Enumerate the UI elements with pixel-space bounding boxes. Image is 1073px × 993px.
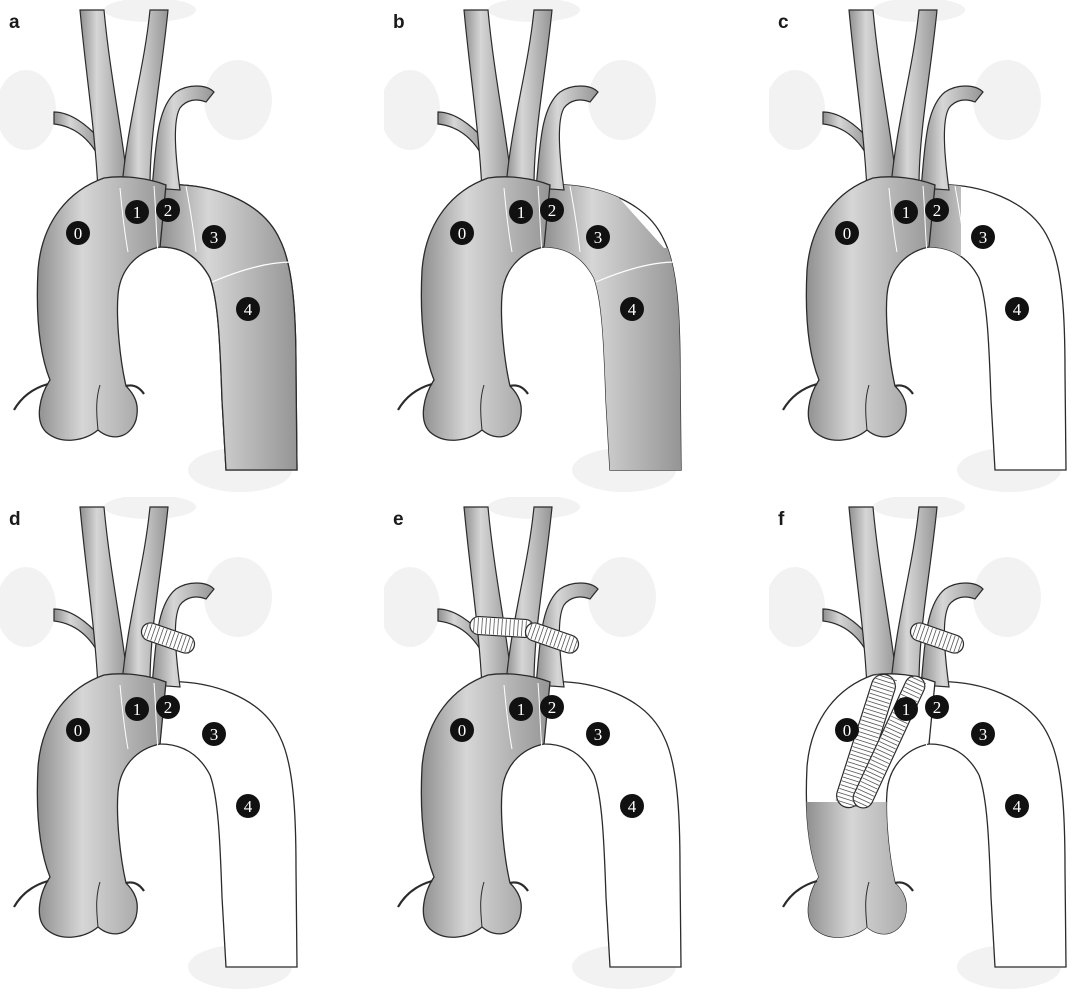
zone-marker-1: 1 (894, 200, 918, 224)
zone-marker-0: 0 (66, 718, 90, 742)
zone-marker-label: 4 (1013, 797, 1022, 816)
zone-marker-label: 3 (210, 725, 219, 744)
zone-marker-1: 1 (509, 200, 533, 224)
descending-aorta (544, 682, 681, 967)
zone-marker-3: 3 (202, 722, 226, 746)
zone-marker-3: 3 (586, 722, 610, 746)
background-shade (0, 70, 56, 150)
zone-marker-label: 0 (458, 721, 467, 740)
zone-marker-2: 2 (540, 695, 564, 719)
zone-marker-0: 0 (66, 221, 90, 245)
zone-marker-label: 2 (548, 698, 557, 717)
descending-aorta (160, 682, 297, 967)
zone-marker-1: 1 (125, 200, 149, 224)
zone-marker-label: 0 (843, 224, 852, 243)
left-subclavian-artery (921, 86, 983, 190)
zone-marker-2: 2 (925, 198, 949, 222)
zone-marker-label: 3 (594, 228, 603, 247)
zone-marker-label: 1 (517, 203, 526, 222)
aortic-arch-diagram: 0 1 2 3 4 (769, 0, 1073, 496)
zone-marker-label: 0 (74, 721, 83, 740)
zone-marker-3: 3 (586, 225, 610, 249)
zone-marker-label: 1 (133, 203, 142, 222)
background-shade (973, 60, 1041, 140)
zone-marker-label: 1 (517, 700, 526, 719)
background-shade (384, 70, 440, 150)
zone-marker-2: 2 (156, 198, 180, 222)
zone-marker-4: 4 (236, 297, 260, 321)
zone-marker-label: 2 (548, 201, 557, 220)
aortic-arch-diagram: 0 1 2 3 4 (384, 497, 742, 993)
zone-marker-4: 4 (620, 794, 644, 818)
background-shade (588, 557, 656, 637)
zone-marker-2: 2 (156, 695, 180, 719)
zone-marker-4: 4 (236, 794, 260, 818)
zone-marker-1: 1 (894, 697, 918, 721)
zone-marker-label: 2 (164, 698, 173, 717)
background-shade (204, 557, 272, 637)
zone-marker-0: 0 (450, 718, 474, 742)
brachiocephalic-trunk (849, 507, 897, 687)
brachiocephalic-trunk (80, 10, 128, 190)
zone-marker-label: 1 (902, 203, 911, 222)
background-shade (588, 60, 656, 140)
brachiocephalic-trunk (464, 507, 512, 687)
zone-marker-label: 2 (164, 201, 173, 220)
zone-marker-4: 4 (1005, 297, 1029, 321)
aortic-arch-diagram: 0 1 2 3 4 (769, 497, 1073, 993)
zone-marker-0: 0 (835, 221, 859, 245)
zone-marker-1: 1 (125, 697, 149, 721)
zone-marker-4: 4 (1005, 794, 1029, 818)
zone-marker-label: 3 (979, 725, 988, 744)
zone-marker-label: 1 (133, 700, 142, 719)
zone-marker-label: 2 (933, 201, 942, 220)
background-shade (0, 567, 56, 647)
zone-marker-label: 0 (458, 224, 467, 243)
zone-marker-label: 4 (1013, 300, 1022, 319)
zone-marker-label: 1 (902, 700, 911, 719)
zone-marker-label: 2 (933, 698, 942, 717)
background-shade (769, 70, 825, 150)
background-shade (384, 567, 440, 647)
zone-marker-0: 0 (835, 718, 859, 742)
left-subclavian-artery (536, 86, 598, 190)
zone-marker-label: 3 (594, 725, 603, 744)
arch-shaded (544, 185, 681, 470)
zone-marker-label: 4 (628, 300, 637, 319)
zone-marker-label: 4 (628, 797, 637, 816)
aortic-arch-diagram: 0 1 2 3 4 (384, 0, 742, 496)
aortic-arch-diagram: 0 1 2 3 4 (0, 0, 358, 496)
background-shade (204, 60, 272, 140)
brachiocephalic-trunk (849, 10, 897, 190)
background-shade (973, 557, 1041, 637)
zone-marker-2: 2 (925, 695, 949, 719)
zone-marker-2: 2 (540, 198, 564, 222)
zone-marker-3: 3 (971, 225, 995, 249)
arch-shaded (160, 185, 297, 470)
panel-c: c01234 (769, 0, 1073, 496)
brachiocephalic-trunk (464, 10, 512, 190)
zone-marker-label: 4 (244, 797, 253, 816)
aortic-arch-diagram: 0 1 2 3 4 (0, 497, 358, 993)
brachiocephalic-trunk (80, 507, 128, 687)
background-shade (769, 567, 825, 647)
zone-marker-3: 3 (971, 722, 995, 746)
zone-marker-label: 3 (979, 228, 988, 247)
zone-marker-1: 1 (509, 697, 533, 721)
graft-carotid-carotid (469, 616, 534, 638)
zone-marker-3: 3 (202, 225, 226, 249)
zone-marker-label: 4 (244, 300, 253, 319)
zone-marker-label: 0 (843, 721, 852, 740)
left-subclavian-artery (152, 86, 214, 190)
zone-marker-0: 0 (450, 221, 474, 245)
descending-aorta (929, 682, 1066, 967)
zone-marker-label: 3 (210, 228, 219, 247)
zone-marker-label: 0 (74, 224, 83, 243)
zone-marker-4: 4 (620, 297, 644, 321)
